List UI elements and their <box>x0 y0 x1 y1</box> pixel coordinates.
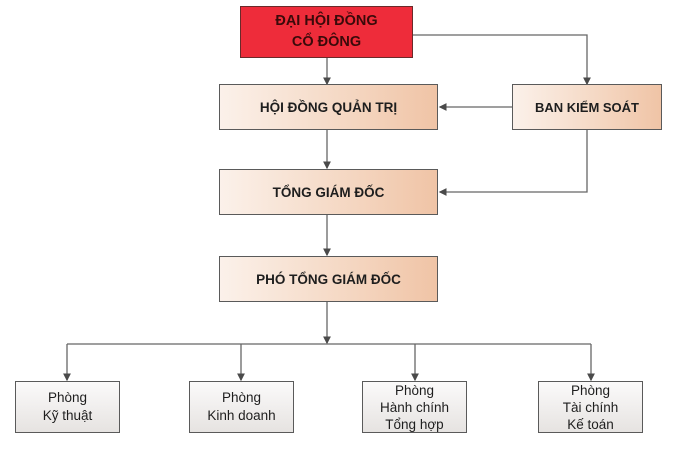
node-deputy-ceo-label: PHÓ TỔNG GIÁM ĐỐC <box>256 271 401 287</box>
node-dept-admin: Phòng Hành chính Tổng hợp <box>362 381 467 433</box>
edge-shareholders-supervisory <box>413 34 591 86</box>
dept-line: Kỹ thuật <box>42 408 93 423</box>
dept-line: Phòng <box>221 390 262 405</box>
node-ceo-label: TỔNG GIÁM ĐỐC <box>272 184 385 200</box>
node-shareholders-line-2: CỔ ĐÔNG <box>291 34 362 50</box>
dept-line: Hành chính <box>379 399 450 415</box>
node-dept-business: Phòng Kinh doanh <box>189 381 294 433</box>
dept-line: Tài chính <box>562 399 619 415</box>
node-board: HỘI ĐỒNG QUẢN TRỊ <box>219 84 438 130</box>
node-shareholders-line-1: ĐẠI HỘI ĐỒNG <box>275 13 378 29</box>
node-supervisory-label: BAN KIỂM SOÁT <box>535 99 639 115</box>
dept-line: Kinh doanh <box>207 408 276 423</box>
dept-line: Phòng <box>47 390 88 405</box>
node-shareholders: ĐẠI HỘI ĐỒNG CỔ ĐÔNG <box>240 6 413 58</box>
node-ceo: TỔNG GIÁM ĐỐC <box>219 169 438 215</box>
dept-line: Phòng <box>394 382 435 398</box>
dept-line: Phòng <box>570 382 611 398</box>
node-dept-technical: Phòng Kỹ thuật <box>15 381 120 433</box>
dept-line: Tổng hợp <box>385 416 444 432</box>
node-supervisory: BAN KIỂM SOÁT <box>512 84 662 130</box>
edge-supervisory-ceo <box>438 130 588 196</box>
node-board-label: HỘI ĐỒNG QUẢN TRỊ <box>259 99 398 115</box>
node-deputy-ceo: PHÓ TỔNG GIÁM ĐỐC <box>219 256 438 302</box>
node-dept-finance: Phòng Tài chính Kế toán <box>538 381 643 433</box>
dept-line: Kế toán <box>567 416 614 432</box>
